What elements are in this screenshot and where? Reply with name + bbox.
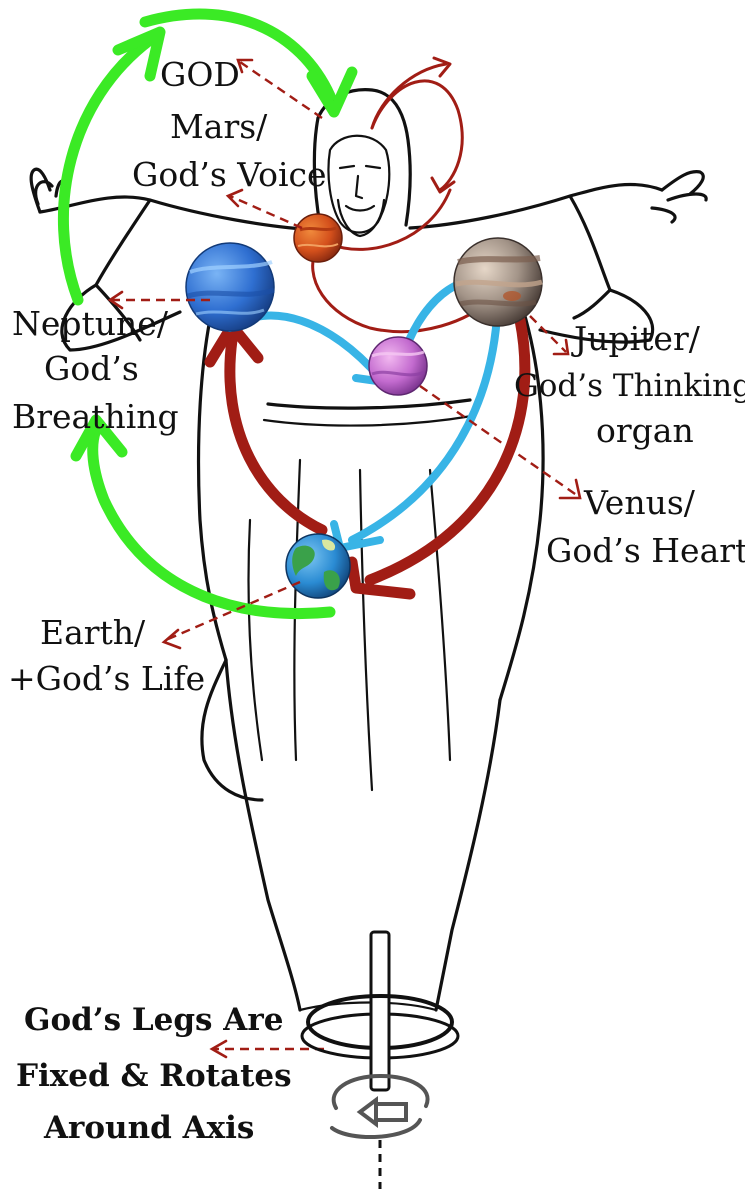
label-mars-2: God’s Voice xyxy=(132,155,327,194)
earth-planet xyxy=(286,534,350,598)
label-venus-1: Venus/ xyxy=(583,483,696,522)
label-legs-2: Fixed & Rotates xyxy=(16,1058,292,1094)
venus-planet xyxy=(369,337,427,395)
label-legs-1: God’s Legs Are xyxy=(24,1002,283,1038)
label-neptune-3: Breathing xyxy=(12,397,179,436)
mars-planet xyxy=(294,214,342,262)
label-neptune-2: God’s xyxy=(44,349,139,388)
label-god: GOD xyxy=(160,55,240,94)
label-jupiter-3: organ xyxy=(596,411,694,450)
jupiter-planet xyxy=(454,238,542,326)
label-legs-3: Around Axis xyxy=(43,1110,254,1146)
label-earth-2: +God’s Life xyxy=(8,659,205,698)
label-mars-1: Mars/ xyxy=(170,107,268,146)
label-jupiter-2: God’s Thinking xyxy=(514,368,745,404)
label-jupiter-1: Jupiter/ xyxy=(571,319,701,358)
label-venus-2: God’s Heart xyxy=(546,531,745,570)
neptune-planet xyxy=(186,243,274,331)
label-earth-1: Earth/ xyxy=(40,613,146,652)
rotation-axis-icon xyxy=(302,932,458,1189)
label-neptune-1: Neptune/ xyxy=(12,304,169,343)
